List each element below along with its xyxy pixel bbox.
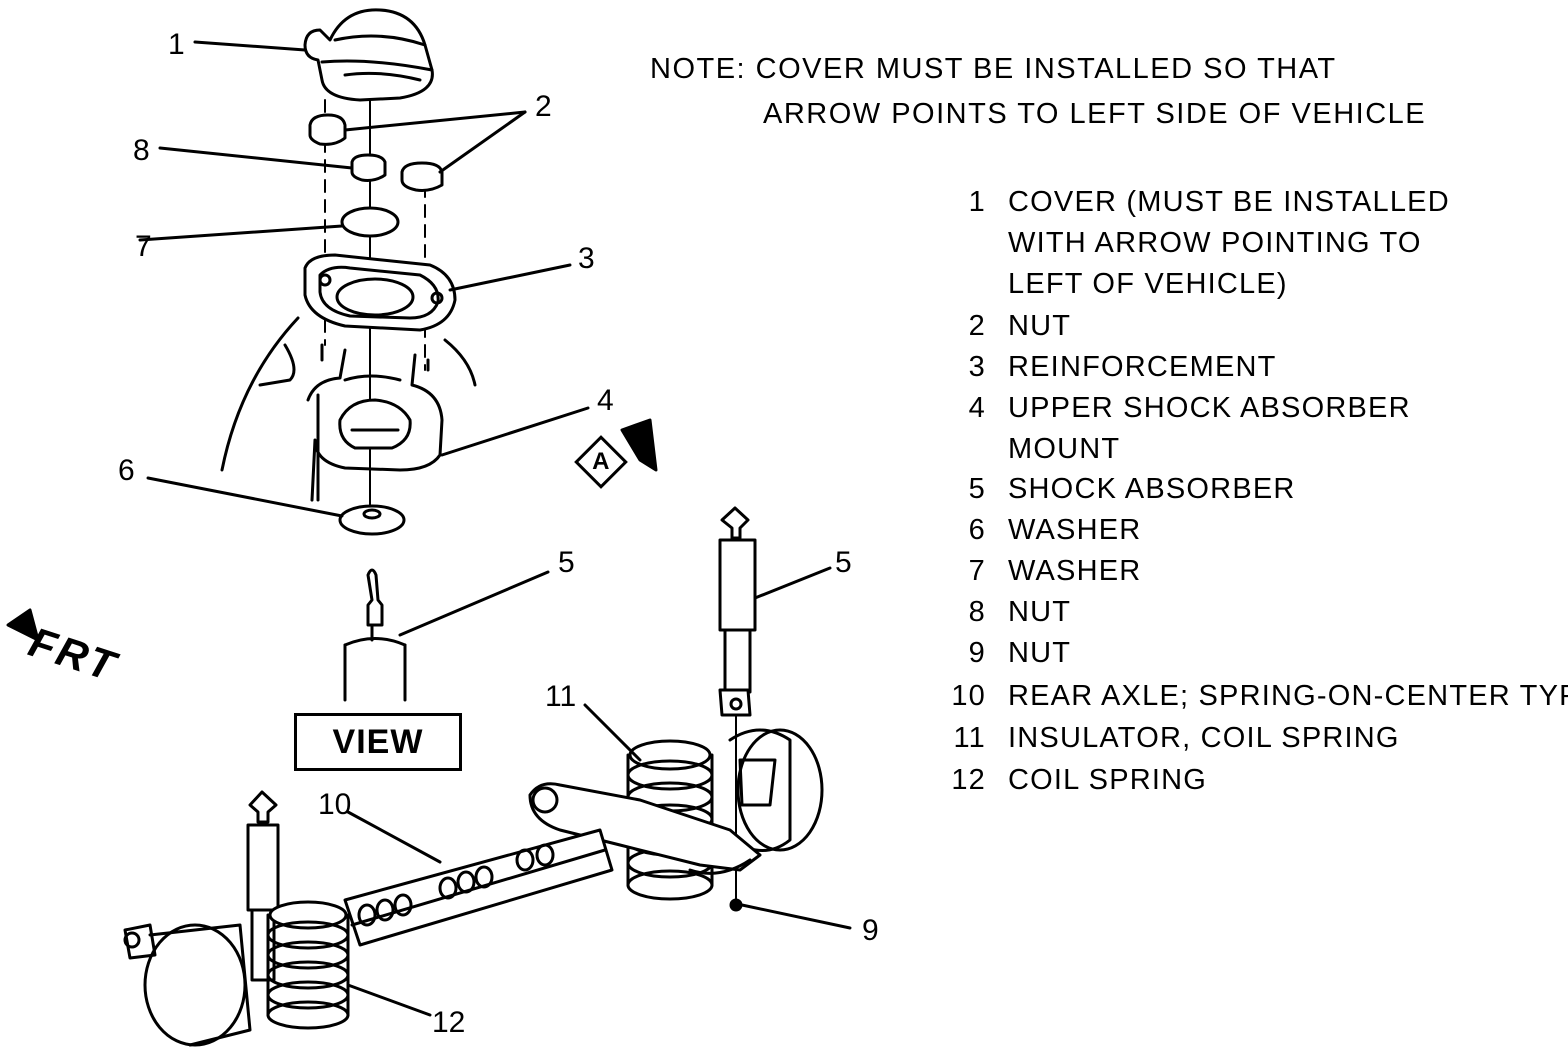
callout-5-axle: 5: [835, 546, 852, 579]
legend-item-number: 11: [953, 722, 986, 754]
legend-item-number: 3: [968, 351, 986, 383]
legend-item-text: WASHER: [1008, 555, 1142, 587]
legend-item-text: NUT: [1008, 310, 1072, 342]
legend-item: 4 UPPER SHOCK ABSORBER: [969, 392, 1411, 424]
callout-2: 2: [535, 90, 552, 123]
callout-8: 8: [133, 134, 150, 167]
legend-item-number: 4: [968, 392, 986, 424]
legend-item: 8 NUT: [969, 596, 1072, 628]
legend-item-text: COVER (MUST BE INSTALLED: [1008, 186, 1450, 218]
callout-9: 9: [862, 914, 879, 947]
legend-item-number: 12: [951, 764, 986, 796]
legend-item: 9 NUT: [969, 637, 1072, 669]
legend-item-number: 5: [968, 473, 986, 505]
callout-11: 11: [545, 680, 577, 713]
legend-item-number: 10: [951, 680, 986, 712]
legend-item-number: 2: [968, 310, 986, 342]
view-label: VIEW: [332, 722, 424, 761]
callout-12: 12: [432, 1006, 466, 1039]
legend-item: 11 INSULATOR, COIL SPRING: [953, 722, 1400, 754]
detail-a-label: A: [592, 448, 610, 475]
legend-item-text: REAR AXLE; SPRING-ON-CENTER TYPE: [1008, 680, 1568, 712]
legend-item-text: NUT: [1008, 637, 1072, 669]
legend-item-text: WASHER: [1008, 514, 1142, 546]
legend-item-number: 1: [968, 186, 986, 218]
legend-item-continuation: LEFT OF VEHICLE): [1008, 268, 1288, 300]
view-label-box: VIEW: [294, 713, 462, 771]
callout-7: 7: [135, 230, 152, 263]
legend-item-text: UPPER SHOCK ABSORBER: [1008, 392, 1411, 424]
legend-item: 7 WASHER: [969, 555, 1142, 587]
legend-item-number: 8: [968, 596, 986, 628]
legend-item: 12 COIL SPRING: [951, 764, 1208, 796]
legend-item-continuation: WITH ARROW POINTING TO: [1008, 227, 1422, 259]
legend-item-text: NUT: [1008, 596, 1072, 628]
callout-10: 10: [318, 788, 352, 821]
legend-item-text: SHOCK ABSORBER: [1008, 473, 1296, 505]
legend-item: 6 WASHER: [969, 514, 1142, 546]
note-line-1: NOTE: COVER MUST BE INSTALLED SO THAT: [650, 53, 1337, 85]
legend-item: 2 NUT: [969, 310, 1072, 342]
legend-item: 3 REINFORCEMENT: [969, 351, 1277, 383]
callout-3: 3: [578, 242, 595, 275]
legend-item-text: COIL SPRING: [1008, 764, 1208, 796]
cover-part: [303, 8, 434, 102]
callout-4: 4: [597, 384, 614, 417]
coil-spring-left: [266, 900, 350, 1030]
legend-item-number: 7: [968, 555, 986, 587]
callout-1: 1: [168, 28, 185, 61]
callout-6: 6: [118, 454, 135, 487]
legend-item: 5 SHOCK ABSORBER: [969, 473, 1296, 505]
legend-item: 1 COVER (MUST BE INSTALLED: [969, 186, 1450, 218]
legend-item-text: REINFORCEMENT: [1008, 351, 1277, 383]
legend-item-number: 9: [968, 637, 986, 669]
note-line-2: ARROW POINTS TO LEFT SIDE OF VEHICLE: [763, 98, 1427, 130]
legend-item: 10 REAR AXLE; SPRING-ON-CENTER TYPE: [951, 680, 1568, 712]
legend-item-continuation: MOUNT: [1008, 433, 1121, 465]
legend-item-number: 6: [968, 514, 986, 546]
callout-5-view: 5: [558, 546, 575, 579]
legend-item-text: INSULATOR, COIL SPRING: [1008, 722, 1400, 754]
